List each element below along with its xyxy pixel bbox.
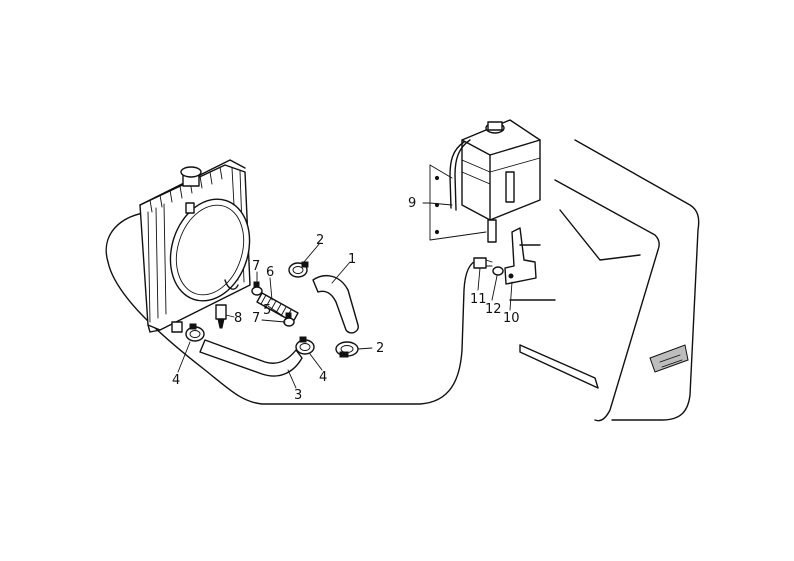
radiator xyxy=(139,159,251,333)
callout-7-lower: 7 xyxy=(252,311,260,326)
overflow-tube xyxy=(105,211,479,405)
callout-2-upper: 2 xyxy=(316,233,324,248)
radiator-cap-icon xyxy=(180,166,202,178)
callout-2-lower: 2 xyxy=(376,341,384,356)
upper-hose xyxy=(312,274,359,334)
washer xyxy=(492,266,504,276)
callout-3: 3 xyxy=(294,388,302,403)
small-clamp xyxy=(251,281,263,296)
body-panel xyxy=(509,139,700,422)
callout-11: 11 xyxy=(470,292,487,307)
callout-6: 6 xyxy=(266,265,274,280)
callout-8: 8 xyxy=(234,311,242,326)
lower-hose xyxy=(199,339,303,377)
callout-9: 9 xyxy=(408,196,416,211)
hose-clamp-lower-2 xyxy=(295,336,315,355)
hose-clamp-upper-2 xyxy=(335,341,359,358)
coolant-reservoir xyxy=(449,119,541,243)
callout-12: 12 xyxy=(485,302,502,317)
drain-cock xyxy=(215,304,227,329)
callout-7-upper: 7 xyxy=(252,259,260,274)
bolt xyxy=(473,257,493,269)
callout-4-right: 4 xyxy=(319,370,327,385)
hose-clamp-lower xyxy=(185,323,205,342)
callout-1: 1 xyxy=(348,252,356,267)
leader-lines xyxy=(177,164,513,389)
callout-5: 5 xyxy=(263,303,271,318)
reservoir-bracket xyxy=(504,227,537,285)
callout-10: 10 xyxy=(503,311,520,326)
fan-shroud-ring xyxy=(169,198,251,302)
hose-clamp-upper xyxy=(288,261,309,278)
callout-4-left: 4 xyxy=(172,373,180,388)
